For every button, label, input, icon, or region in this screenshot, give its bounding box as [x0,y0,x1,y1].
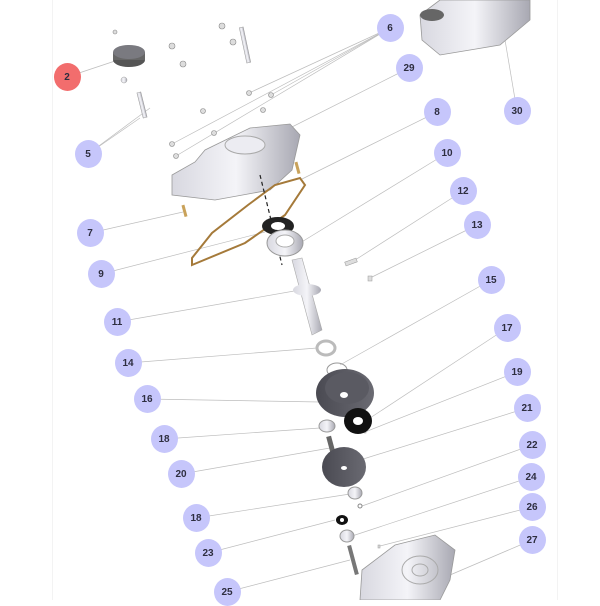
part-callout-15[interactable]: 15 [477,266,505,294]
part-callout-14[interactable]: 14 [114,349,142,377]
shaft-25 [347,544,359,576]
leader-line-8 [299,111,438,181]
leader-line-23 [207,519,336,554]
part-callout-17[interactable]: 17 [493,314,521,342]
bearing-10 [266,229,304,257]
part-callout-22[interactable]: 22 [518,431,546,459]
leader-line-15 [339,279,492,366]
assembled-gearbox [419,0,531,56]
part-callout-6[interactable]: 6 [376,14,404,42]
part-callout-21[interactable]: 21 [513,394,541,422]
leader-line-20 [180,447,331,475]
part-callout-16[interactable]: 16 [133,385,161,413]
leader-line-18 [195,493,351,519]
gear-16 [316,369,374,417]
part-callout-13[interactable]: 13 [463,211,491,239]
part-callout-24[interactable]: 24 [517,463,545,491]
part-callout-19[interactable]: 19 [503,358,531,386]
part-callout-10[interactable]: 10 [433,139,461,167]
part-callout-12[interactable]: 12 [449,177,477,205]
shaft-11 [291,257,323,336]
part-callout-9[interactable]: 9 [87,260,115,288]
bearing-24 [339,529,355,543]
leader-line-22 [361,444,533,507]
part-callout-5[interactable]: 5 [74,140,102,168]
part-callout-18[interactable]: 18 [150,425,178,453]
part-callout-2[interactable]: 2 [53,63,81,91]
part-callout-23[interactable]: 23 [194,539,222,567]
leader-line-11 [116,289,301,323]
leader-line-29 [289,67,410,129]
part-callout-30[interactable]: 30 [503,97,531,125]
part-callout-7[interactable]: 7 [76,219,104,247]
leader-line-10 [299,152,448,244]
leader-line-19 [364,371,518,433]
nuts [112,22,274,159]
ring-14 [315,339,337,357]
leader-line-6 [175,27,391,157]
leader-line-6 [270,27,391,96]
rubber-bushing [113,45,145,67]
lower-housing [359,534,456,600]
leader-line-9 [100,231,266,275]
part-callout-18[interactable]: 18 [182,504,210,532]
leader-line-12 [351,190,464,263]
leader-line-17 [369,327,508,419]
part-callout-11[interactable]: 11 [103,308,131,336]
leader-line-16 [146,398,321,403]
seal-23 [336,515,348,525]
seal-17 [344,408,372,434]
part-callout-20[interactable]: 20 [167,460,195,488]
bearing-18-upper [318,419,336,433]
leader-line-25 [226,559,351,593]
part-callout-8[interactable]: 8 [423,98,451,126]
bearing-18-lower [347,486,363,509]
leader-line-26 [379,506,533,547]
leader-line-6 [171,27,391,145]
bolts [120,26,251,119]
part-callout-26[interactable]: 26 [518,493,546,521]
leader-line-24 [351,476,532,537]
leader-line-18 [163,427,321,440]
diagram-frame [52,0,558,600]
leader-line-21 [359,407,528,461]
leader-line-14 [127,347,318,364]
upper-housing [171,123,301,201]
leader-line-13 [369,224,478,279]
part-callout-25[interactable]: 25 [213,578,241,606]
leader-line-27 [449,539,533,576]
part-callout-27[interactable]: 27 [518,526,546,554]
gear-21 [322,447,366,487]
leader-line-7 [89,211,184,234]
leader-line-6 [248,27,391,94]
part-callout-29[interactable]: 29 [395,54,423,82]
